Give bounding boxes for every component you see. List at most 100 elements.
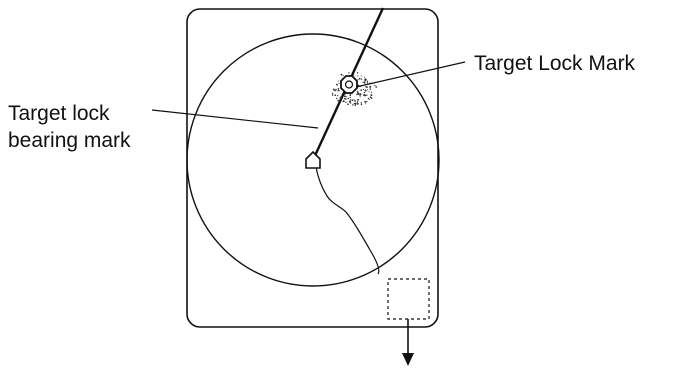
echo-dot bbox=[363, 76, 366, 78]
echo-dot bbox=[364, 89, 367, 92]
echo-dot bbox=[368, 98, 370, 101]
echo-dot bbox=[370, 94, 373, 97]
echo-dot bbox=[336, 97, 338, 100]
bearing-mark-label-line2: bearing mark bbox=[8, 129, 131, 152]
echo-dot bbox=[369, 96, 372, 98]
echo-dot bbox=[343, 95, 346, 98]
echo-dot bbox=[348, 100, 351, 103]
echo-dot bbox=[338, 89, 340, 92]
echo-dot bbox=[338, 82, 340, 84]
echo-dot bbox=[367, 97, 370, 100]
echo-dot bbox=[366, 80, 369, 83]
echo-dot bbox=[360, 75, 362, 77]
echo-dot bbox=[353, 99, 355, 101]
echo-dot bbox=[360, 89, 363, 91]
echo-dot bbox=[366, 82, 369, 84]
echo-dot bbox=[360, 78, 363, 80]
echo-dot bbox=[359, 94, 361, 96]
echo-dot bbox=[369, 85, 372, 88]
echo-dot bbox=[375, 86, 378, 88]
echo-dot bbox=[357, 90, 359, 92]
echo-dot bbox=[359, 96, 361, 98]
echo-dot bbox=[365, 103, 367, 105]
echo-dot bbox=[356, 93, 358, 96]
echo-dot bbox=[366, 89, 369, 91]
echo-dot bbox=[370, 97, 373, 99]
echo-dot bbox=[339, 96, 342, 99]
bearing-mark-label-line1: Target lock bbox=[8, 102, 110, 125]
echo-dot bbox=[336, 83, 338, 86]
echo-dot bbox=[349, 102, 352, 104]
echo-dot bbox=[356, 72, 359, 74]
echo-dot bbox=[370, 91, 372, 93]
echo-dot bbox=[337, 99, 339, 102]
echo-dot bbox=[363, 82, 366, 84]
target-lock-mark-label: Target Lock Mark bbox=[474, 52, 636, 75]
echo-dot bbox=[374, 84, 376, 87]
echo-dot bbox=[369, 88, 371, 90]
echo-dot bbox=[366, 86, 368, 88]
leader-target-lock-mark bbox=[355, 61, 466, 88]
echo-dot bbox=[362, 88, 365, 91]
down-arrow-icon bbox=[402, 353, 414, 366]
echo-dot bbox=[351, 99, 354, 102]
target-lock-octagon-icon bbox=[340, 75, 358, 94]
echo-dot bbox=[356, 101, 359, 103]
echo-dot bbox=[356, 91, 359, 93]
echo-dot bbox=[362, 81, 364, 83]
echo-dot bbox=[354, 102, 357, 105]
echo-dot bbox=[335, 88, 337, 91]
echo-dot bbox=[336, 90, 338, 92]
radar-circle bbox=[186, 33, 440, 287]
echo-dot bbox=[357, 78, 359, 81]
echo-dot bbox=[360, 102, 362, 104]
echo-dot bbox=[345, 98, 347, 100]
echo-dot bbox=[337, 95, 339, 97]
echo-dot bbox=[356, 102, 359, 105]
echo-dot bbox=[349, 96, 351, 99]
echo-dot bbox=[352, 104, 354, 106]
echo-dot bbox=[357, 98, 360, 101]
echo-dot bbox=[348, 72, 350, 74]
echo-dot bbox=[358, 77, 361, 80]
wake-track bbox=[315, 166, 380, 275]
echo-dot bbox=[331, 94, 334, 96]
echo-dot bbox=[344, 93, 346, 96]
target-lock-bearing-mark-label: Target lock bearing mark bbox=[8, 100, 131, 154]
echo-dot bbox=[347, 103, 349, 106]
echo-dot bbox=[339, 98, 342, 100]
echo-dot bbox=[357, 75, 359, 77]
echo-dot bbox=[331, 92, 334, 95]
echo-dot bbox=[352, 74, 355, 76]
echo-dot bbox=[366, 94, 368, 96]
own-ship-icon bbox=[305, 150, 321, 169]
echo-dot bbox=[334, 94, 337, 97]
echo-dot bbox=[354, 100, 356, 102]
echo-dot bbox=[357, 92, 359, 95]
echo-dot bbox=[349, 94, 352, 97]
echo-dot bbox=[363, 91, 366, 94]
leader-bearing-mark bbox=[151, 109, 319, 129]
echo-dot bbox=[337, 87, 340, 90]
echo-dot bbox=[354, 104, 357, 107]
echo-dot bbox=[347, 97, 350, 100]
target-echo-center bbox=[344, 80, 354, 89]
echo-dot bbox=[360, 103, 363, 106]
echo-dot bbox=[368, 91, 370, 93]
echo-dot bbox=[334, 89, 336, 92]
echo-dot bbox=[342, 75, 344, 77]
echo-dot bbox=[343, 100, 345, 103]
echo-dot bbox=[340, 73, 343, 76]
echo-dot bbox=[364, 100, 367, 103]
echo-dot bbox=[363, 94, 366, 96]
echo-dot bbox=[332, 88, 335, 91]
echo-dot bbox=[353, 102, 356, 105]
echo-dot bbox=[349, 99, 352, 101]
echo-dot bbox=[345, 101, 347, 103]
echo-dot bbox=[346, 96, 348, 98]
echo-dot bbox=[338, 80, 340, 82]
echo-dot bbox=[366, 101, 368, 103]
echo-dot bbox=[364, 78, 366, 80]
echo-dot bbox=[364, 79, 366, 81]
